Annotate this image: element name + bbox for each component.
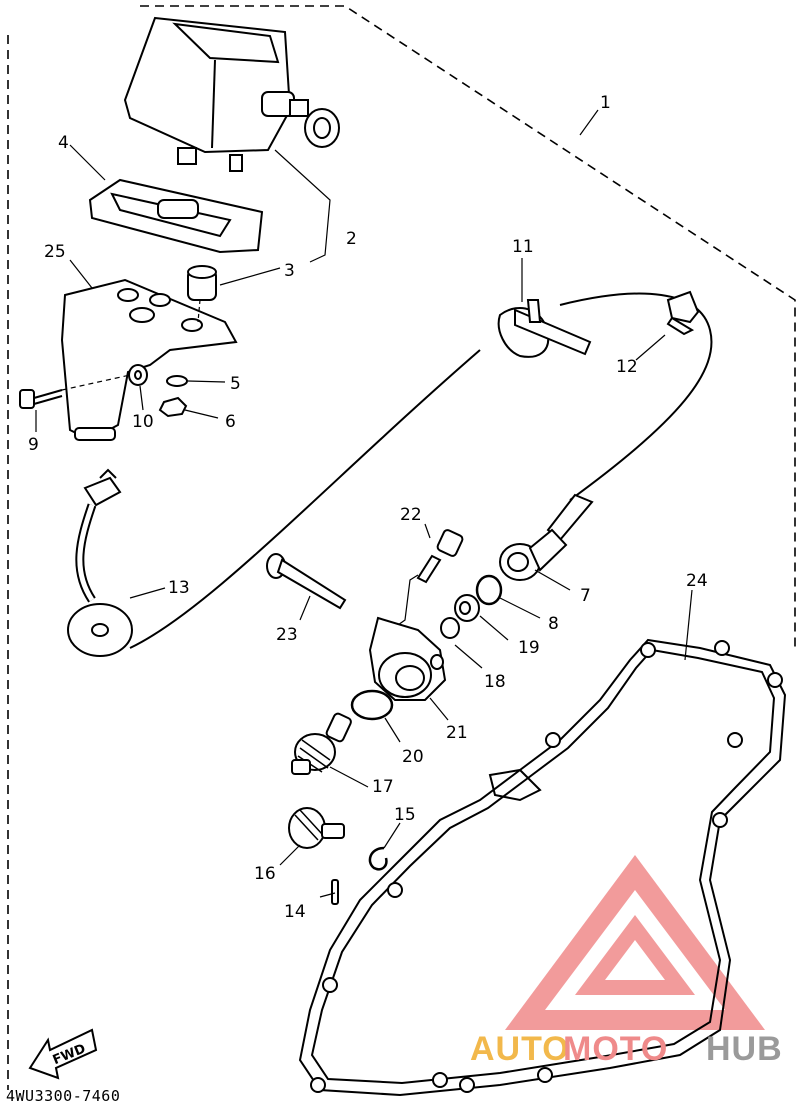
- part-16-gear: [288, 807, 345, 849]
- part-11-clamp: [497, 299, 592, 358]
- callout-1: 1: [600, 93, 611, 113]
- diagram-code: 4WU3300-7460: [6, 1087, 121, 1105]
- part-18-washer: [440, 617, 460, 639]
- callout-15: 15: [394, 805, 416, 825]
- callout-22: 22: [400, 505, 422, 525]
- leader-22-axis: [397, 574, 419, 626]
- callout-4: 4: [58, 133, 69, 153]
- part-19-oil-seal: [454, 594, 480, 622]
- callout-7: 7: [580, 586, 591, 606]
- part-9-bolt: [19, 389, 63, 409]
- part-6-nut: [158, 396, 188, 418]
- watermark-brand-hub: HUB: [706, 1030, 783, 1068]
- part-20-o-ring: [350, 689, 394, 721]
- callout-14: 14: [284, 902, 306, 922]
- watermark-brand-moto: MOTO: [563, 1030, 669, 1068]
- part-13-meter-cable: [67, 292, 713, 657]
- callout-2: 2: [346, 229, 357, 249]
- part-2-meter-unit: [123, 16, 340, 172]
- part-10-collar: [128, 364, 148, 386]
- callout-18: 18: [484, 672, 506, 692]
- callout-23: 23: [276, 625, 298, 645]
- callout-16: 16: [254, 864, 276, 884]
- part-14-pin: [331, 879, 339, 905]
- part-17-gear: [291, 712, 352, 775]
- callout-5: 5: [230, 374, 241, 394]
- part-22-bolt: [416, 529, 464, 584]
- callout-24: 24: [686, 571, 708, 591]
- leader-3-25: [197, 299, 201, 323]
- callout-19: 19: [518, 638, 540, 658]
- callout-9: 9: [28, 435, 39, 455]
- part-7-drive-housing: [499, 493, 594, 581]
- callout-13: 13: [168, 578, 190, 598]
- callout-20: 20: [402, 747, 424, 767]
- part-21-housing: [368, 616, 447, 701]
- part-5-washer: [166, 375, 188, 387]
- callout-8: 8: [548, 614, 559, 634]
- watermark-brand-auto: AUTO: [470, 1030, 570, 1068]
- part-12-clip: [666, 290, 700, 336]
- callout-10: 10: [132, 412, 154, 432]
- callout-12: 12: [616, 357, 638, 377]
- callout-11: 11: [512, 237, 534, 257]
- callout-17: 17: [372, 777, 394, 797]
- fwd-direction-marker: FWD: [28, 1028, 98, 1080]
- part-3-grommet: [187, 265, 217, 301]
- part-24-gasket: [298, 638, 787, 1097]
- part-4-cushion: [88, 178, 264, 254]
- callout-25: 25: [44, 242, 66, 262]
- callout-3: 3: [284, 261, 295, 281]
- watermark-logo: [505, 855, 765, 1030]
- callout-21: 21: [446, 723, 468, 743]
- part-8-o-ring: [475, 574, 503, 606]
- leader-lines: [35, 109, 693, 898]
- assembly-boundary-dashed: [7, 5, 796, 1090]
- callout-6: 6: [225, 412, 236, 432]
- part-15-circlip: [368, 846, 388, 871]
- leader-9-axis: [61, 374, 131, 391]
- part-23-bolt: [266, 553, 347, 610]
